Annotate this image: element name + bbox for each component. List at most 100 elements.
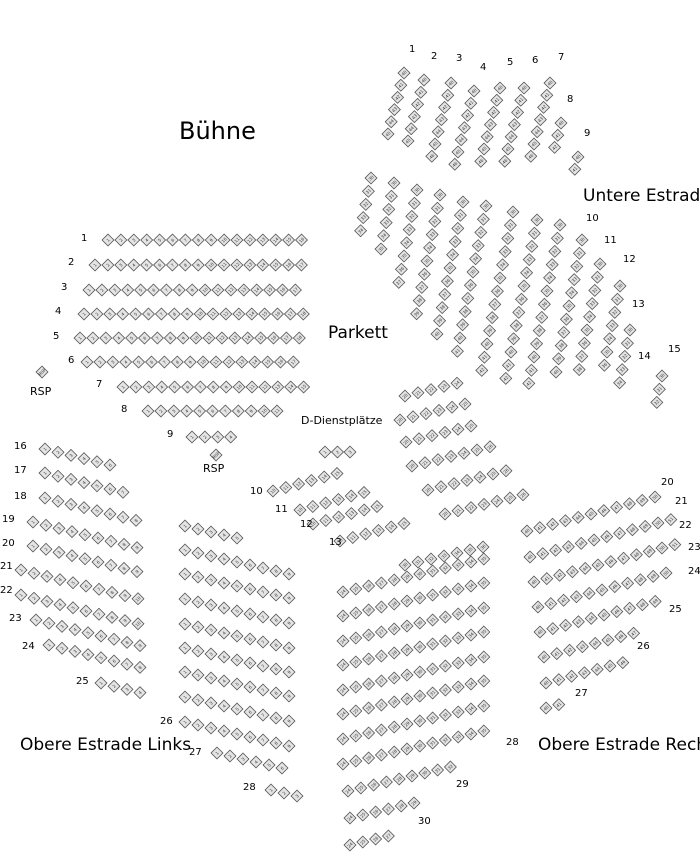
obere-rechts-seat[interactable]: 42 xyxy=(565,669,579,683)
untere-estrade-seat[interactable]: 32 xyxy=(359,197,373,211)
obere-links-seat[interactable]: 3 xyxy=(204,647,218,661)
untere-estrade-seat[interactable]: 41 xyxy=(551,128,565,142)
untere-estrade-seat[interactable]: 46 xyxy=(474,154,488,168)
parkett-seat[interactable]: 8 xyxy=(172,283,186,297)
obere-links-seat[interactable]: 7 xyxy=(256,585,270,599)
obere-links-seat[interactable]: 3 xyxy=(52,521,66,535)
obere-links-seat[interactable]: 3 xyxy=(204,549,218,563)
obere-links-seat[interactable]: 2 xyxy=(51,445,65,459)
dienst-seat[interactable]: 24 xyxy=(457,446,471,460)
parkett-seat[interactable]: 5 xyxy=(168,380,182,394)
mitte-seat[interactable]: 24 xyxy=(336,707,350,721)
obere-links-seat[interactable]: 10 xyxy=(131,592,145,606)
parkett-seat[interactable]: 13 xyxy=(256,233,270,247)
obere-links-seat[interactable]: 6 xyxy=(79,604,93,618)
parkett-seat[interactable]: 4 xyxy=(155,380,169,394)
untere-estrade-seat[interactable]: 43 xyxy=(507,118,521,132)
dienst-seat[interactable]: 20 xyxy=(438,507,452,521)
dienst-seat[interactable]: 21 xyxy=(412,432,426,446)
obere-links-seat[interactable]: 8 xyxy=(105,610,119,624)
mitte-seat[interactable]: 31 xyxy=(426,736,440,750)
parkett-seat[interactable]: 8 xyxy=(191,233,205,247)
untere-estrade-seat[interactable]: 41 xyxy=(477,350,491,364)
obere-links-seat[interactable]: 2 xyxy=(191,595,205,609)
dienst-seat[interactable]: 24 xyxy=(473,470,487,484)
untere-estrade-seat[interactable]: 34 xyxy=(565,286,579,300)
obere-links-seat[interactable]: 4 xyxy=(217,576,231,590)
mitte-seat[interactable]: 30 xyxy=(413,739,427,753)
untere-estrade-seat[interactable]: 32 xyxy=(474,225,488,239)
parkett-seat[interactable]: 10 xyxy=(257,404,271,418)
obere-links-seat[interactable]: 9 xyxy=(282,591,296,605)
mitte-seat[interactable]: 25 xyxy=(349,582,363,596)
untere-estrade-seat[interactable]: 31 xyxy=(453,208,467,222)
parkett-seat[interactable]: 9 xyxy=(204,233,218,247)
obere-rechts-seat[interactable]: 43 xyxy=(558,514,572,528)
dienst-seat[interactable]: 11 xyxy=(319,513,333,528)
parkett-seat[interactable]: 11 xyxy=(270,404,284,418)
obere-links-seat[interactable]: 5 xyxy=(230,555,244,569)
parkett-seat[interactable]: 2 xyxy=(129,380,143,394)
untere-estrade-seat[interactable]: 33 xyxy=(567,273,581,287)
untere-estrade-seat[interactable]: 46 xyxy=(425,149,439,163)
obere-rechts-seat[interactable]: 40 xyxy=(537,650,551,664)
untere-estrade-seat[interactable]: 33 xyxy=(498,245,512,259)
obere-links-seat[interactable]: 8 xyxy=(129,513,143,527)
dienst-seat[interactable]: 20 xyxy=(398,389,412,403)
dienst-seat[interactable]: 10 xyxy=(293,503,307,517)
obere-links-seat[interactable]: 4 xyxy=(217,650,231,664)
untere-estrade-seat[interactable]: 34 xyxy=(469,252,483,266)
untere-estrade-seat[interactable]: 46 xyxy=(448,157,462,171)
obere-links-seat[interactable]: 7 xyxy=(256,610,270,624)
mitte-seat[interactable]: 26 xyxy=(362,726,376,740)
parkett-seat[interactable]: 2 xyxy=(95,283,109,297)
untere-estrade-seat[interactable]: 44 xyxy=(404,122,418,136)
parkett-seat[interactable]: 7 xyxy=(159,283,173,297)
parkett-seat[interactable]: 2 xyxy=(154,404,168,418)
dienst-seat[interactable]: 15 xyxy=(370,499,384,514)
untere-estrade-seat[interactable]: 43 xyxy=(407,110,421,124)
dienst-seat[interactable]: 24 xyxy=(451,422,465,436)
dienst-seat[interactable]: 25 xyxy=(503,491,517,505)
obere-links-seat[interactable]: 6 xyxy=(275,761,289,775)
obere-links-seat[interactable]: 8 xyxy=(269,711,283,725)
obere-links-seat[interactable]: 4 xyxy=(77,476,91,490)
parkett-seat[interactable]: 15 xyxy=(263,283,277,297)
mitte-seat[interactable]: 35 xyxy=(477,601,491,615)
dienst-seat[interactable]: 23 xyxy=(432,403,446,417)
obere-rechts-seat[interactable]: 47 xyxy=(610,500,624,514)
dienst-seat[interactable]: 22 xyxy=(424,383,438,397)
untere-estrade-seat[interactable]: 36 xyxy=(597,358,611,372)
mitte-seat[interactable]: 34 xyxy=(464,628,478,642)
untere-estrade-seat[interactable]: 32 xyxy=(570,259,584,273)
parkett-seat[interactable]: 3 xyxy=(127,233,141,247)
obere-links-seat[interactable]: 8 xyxy=(117,561,131,575)
obere-links-seat[interactable]: 1 xyxy=(26,515,40,529)
untere-estrade-seat[interactable]: 41 xyxy=(464,96,478,110)
untere-estrade-seat[interactable]: 42 xyxy=(487,105,501,119)
obere-links-seat[interactable]: 3 xyxy=(40,594,54,608)
obere-links-seat[interactable]: 4 xyxy=(249,755,263,769)
parkett-seat[interactable]: 14 xyxy=(284,380,298,394)
mitte-seat[interactable]: 27 xyxy=(374,625,388,639)
mitte-seat[interactable]: 27 xyxy=(374,600,388,614)
parkett-seat[interactable]: 3 xyxy=(142,380,156,394)
mitte-seat[interactable]: 32 xyxy=(438,659,452,673)
untere-estrade-seat[interactable]: 34 xyxy=(377,229,391,243)
mitte-seat[interactable]: 30 xyxy=(413,714,427,728)
obere-links-seat[interactable]: 4 xyxy=(53,598,67,612)
untere-estrade-seat[interactable]: 30 xyxy=(364,171,378,185)
untere-estrade-seat[interactable]: 39 xyxy=(433,314,447,328)
mitte-seat[interactable]: 34 xyxy=(464,604,478,618)
obere-links-seat[interactable]: 5 xyxy=(90,455,104,469)
untere-estrade-seat[interactable]: 36 xyxy=(514,292,528,306)
untere-estrade-seat[interactable]: 33 xyxy=(545,258,559,272)
obere-links-seat[interactable]: 6 xyxy=(243,582,257,596)
obere-rechts-seat[interactable]: 46 xyxy=(616,656,630,670)
obere-links-seat[interactable]: 4 xyxy=(133,686,147,700)
obere-rechts-seat[interactable]: 46 xyxy=(608,580,622,594)
obere-links-seat[interactable]: 4 xyxy=(217,724,231,738)
mitte-seat[interactable]: 34 xyxy=(450,546,464,560)
dienst-seat[interactable]: 25 xyxy=(486,467,500,481)
obere-links-seat[interactable]: 5 xyxy=(262,758,276,772)
